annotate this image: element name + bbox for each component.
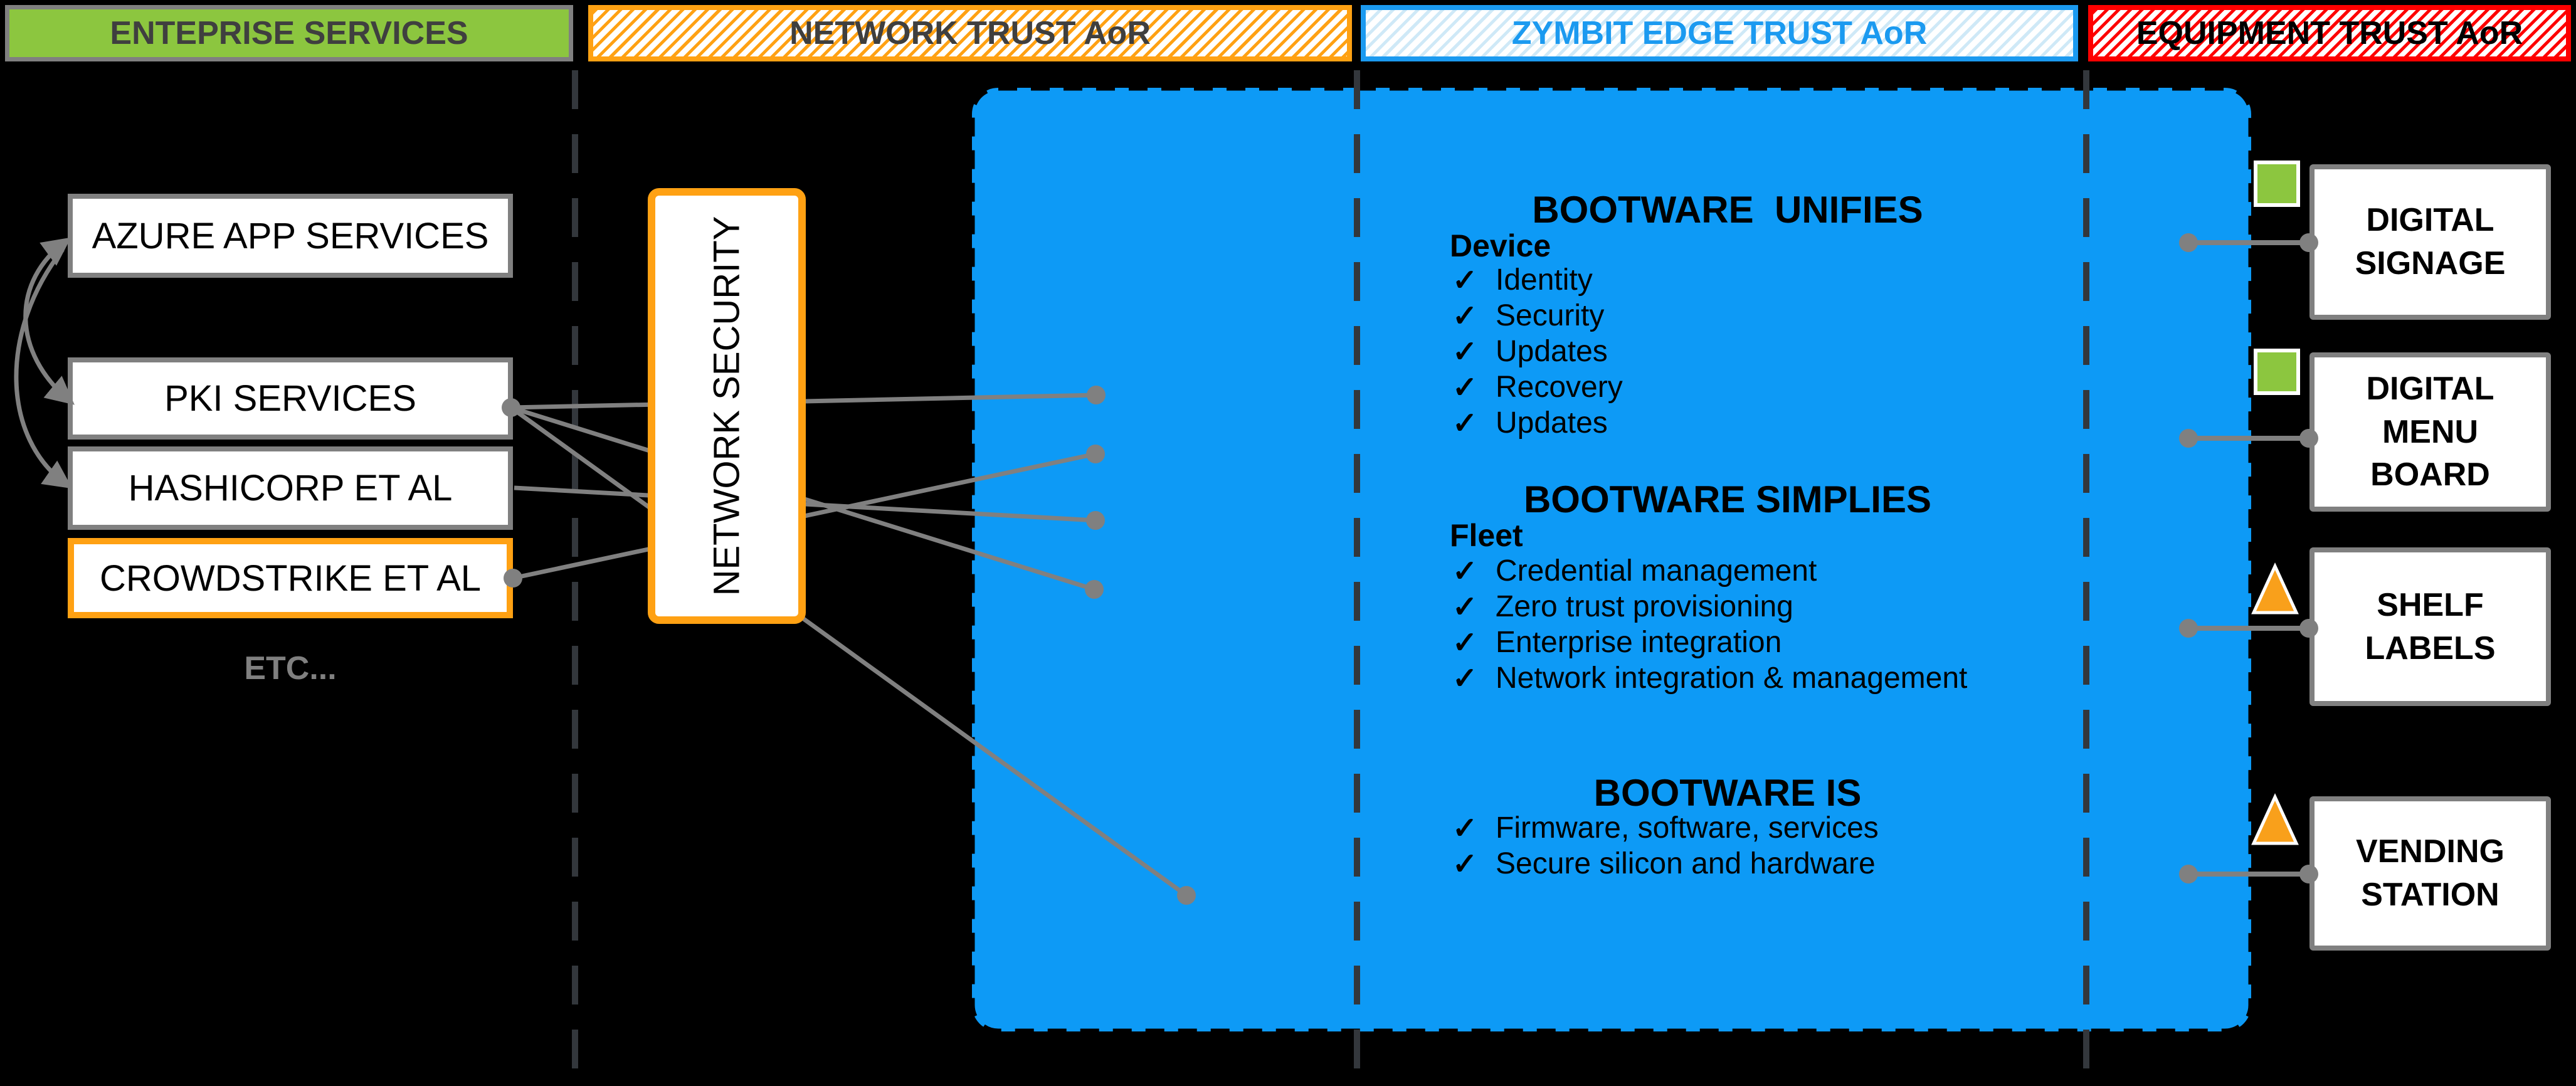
equipment-label-line: STATION	[2361, 877, 2499, 913]
box-shelf-labels: SHELF LABELS	[2309, 547, 2551, 706]
arrow-azure-hashicorp	[14, 248, 73, 489]
equipment-label-line: LABELS	[2365, 630, 2496, 667]
header-enterprise-services: ENTEPRISE SERVICES	[5, 5, 573, 61]
box-azure-label: AZURE APP SERVICES	[92, 215, 489, 256]
box-digital-menu-board: DIGITAL MENU BOARD	[2309, 352, 2551, 512]
box-hashicorp: HASHICORP ET AL	[68, 446, 513, 530]
zone-separator-lines	[572, 70, 2089, 1075]
box-crowdstrike: CROWDSTRIKE ET AL	[68, 538, 513, 618]
pki-connector-dot	[502, 398, 520, 417]
box-pki-services: PKI SERVICES	[68, 357, 513, 440]
equipment-label-line: DIGITAL	[2366, 202, 2494, 239]
connector-dot	[2179, 233, 2198, 252]
connector-dot	[2299, 429, 2318, 448]
etc-label: ETC...	[244, 650, 337, 687]
header-zymbit-edge-trust: ZYMBIT EDGE TRUST AoR	[1361, 5, 2078, 61]
equipment-label-line: MENU	[2382, 413, 2479, 450]
equipment-label-line: BOARD	[2370, 456, 2490, 493]
equipment-label-line: DIGITAL	[2366, 371, 2494, 408]
bootware-zone	[969, 85, 2254, 1035]
green-square-icon	[2254, 349, 2300, 395]
line-pki-to-zone-3	[509, 406, 1188, 897]
connector-dot	[2179, 429, 2198, 448]
equipment-label-line: VENDING	[2356, 833, 2505, 870]
connector-dot	[2299, 619, 2318, 638]
enterprise-curved-arrows	[14, 237, 75, 489]
header-network-trust: NETWORK TRUST AoR	[588, 5, 1352, 61]
orange-triangle-icon	[2251, 562, 2299, 614]
zone-endpoint-dots	[1085, 386, 1196, 905]
header-equipment-trust: EQUIPMENT TRUST AoR	[2088, 5, 2571, 61]
equipment-label-line: SHELF	[2377, 586, 2484, 623]
equipment-connector-dots	[2179, 233, 2318, 883]
box-azure-app-services: AZURE APP SERVICES	[68, 194, 513, 278]
equipment-label-line: SIGNAGE	[2355, 245, 2506, 282]
box-network-security: NETWORK SECURITY	[648, 188, 806, 624]
box-hashicorp-label: HASHICORP ET AL	[128, 468, 453, 509]
endpoint-dot	[1086, 445, 1105, 463]
endpoint-dot	[1086, 511, 1105, 530]
equipment-connector-lines	[2188, 240, 2309, 877]
box-crowdstrike-label: CROWDSTRIKE ET AL	[99, 557, 482, 599]
connector-dot	[2299, 865, 2318, 883]
box-pki-label: PKI SERVICES	[164, 378, 416, 419]
box-vending-station: VENDING STATION	[2309, 796, 2551, 951]
green-square-icon	[2254, 161, 2300, 207]
crowdstrike-connector-dot	[504, 569, 522, 588]
connector-dot	[2299, 233, 2318, 252]
endpoint-dot	[1085, 580, 1104, 599]
endpoint-dot	[1177, 886, 1196, 905]
box-digital-signage: DIGITAL SIGNAGE	[2309, 164, 2551, 320]
arrow-pki-azure	[23, 237, 75, 405]
connector-dot	[2179, 619, 2198, 638]
orange-triangle-icon	[2251, 793, 2299, 845]
connector-dot	[2179, 865, 2198, 883]
endpoint-dot	[1087, 386, 1106, 404]
